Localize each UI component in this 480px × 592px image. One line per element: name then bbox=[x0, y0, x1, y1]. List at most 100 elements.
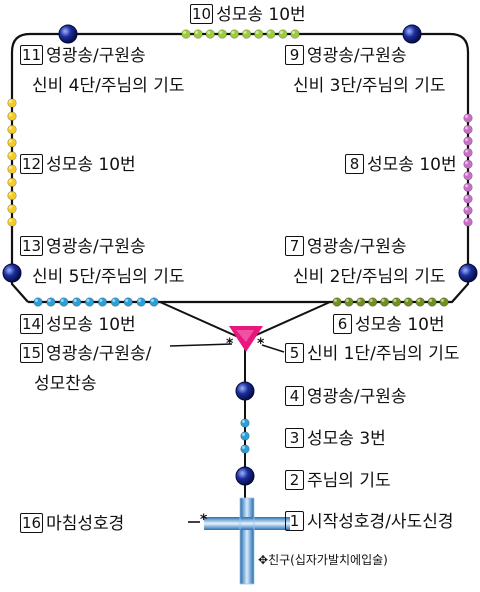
decade-top-bead-highlight bbox=[195, 30, 199, 34]
step-label: 주님의 기도 bbox=[307, 471, 391, 491]
step-label: 성모송 10번 bbox=[355, 315, 445, 335]
stem-small-bead bbox=[240, 444, 250, 454]
step-label-line2: 신비 5단/주님의 기도 bbox=[32, 267, 185, 287]
decade-bottom-left-bead-highlight bbox=[73, 298, 77, 302]
stem-small-bead bbox=[240, 431, 250, 441]
decade-left-bead-highlight bbox=[8, 179, 12, 183]
decade-bottom-right-bead-highlight bbox=[417, 298, 421, 302]
decade-bottom-left-bead bbox=[84, 297, 95, 307]
decade-top-bead bbox=[266, 29, 276, 39]
decade-right-bead bbox=[463, 217, 473, 227]
step-label: 영광송/구원송 bbox=[46, 237, 146, 257]
step-number-badge: 14 bbox=[20, 314, 44, 334]
crucifix-icon bbox=[204, 497, 290, 585]
step-number-badge: 16 bbox=[20, 513, 44, 533]
step-label-line2: 신비 3단/주님의 기도 bbox=[293, 76, 446, 96]
decade-bottom-left-bead-highlight bbox=[60, 298, 64, 302]
note-text: 친구(십자가발치에입술) bbox=[268, 553, 388, 567]
stem-small-bead-highlight bbox=[241, 432, 245, 436]
step-label: 영광송/구원송 bbox=[307, 237, 407, 257]
decade-left-bead-highlight bbox=[8, 99, 12, 104]
decade-left-bead-highlight bbox=[8, 218, 12, 222]
decade-bottom-left-bead bbox=[72, 297, 82, 307]
decade-left-bead-highlight bbox=[8, 113, 12, 117]
step-number-badge: 15 bbox=[20, 343, 44, 363]
decade-bottom-right-bead-highlight bbox=[393, 298, 397, 302]
decade-bottom-right-bead-highlight bbox=[381, 298, 385, 302]
decade-bottom-right-bead bbox=[368, 297, 378, 307]
step-label: 신비 1단/주님의 기도 bbox=[307, 344, 460, 364]
decade-bottom-left-bead bbox=[136, 297, 146, 307]
step-number-badge: 7 bbox=[285, 236, 304, 256]
plus-cross-icon: ✥ bbox=[258, 553, 269, 567]
decade-bottom-left-bead-highlight bbox=[112, 298, 116, 302]
decade-bottom-left-bead bbox=[123, 297, 133, 307]
stem-small-bead bbox=[240, 418, 250, 428]
decade-bottom-left-bead-highlight bbox=[138, 298, 142, 302]
decade-top-bead-highlight bbox=[207, 30, 211, 34]
decade-left-bead bbox=[7, 177, 17, 187]
decade-left-bead bbox=[7, 204, 17, 214]
decade-bottom-right-bead bbox=[344, 297, 354, 307]
decade-right-bead-highlight bbox=[464, 184, 468, 188]
connector-15 bbox=[169, 343, 233, 347]
step-label: 성모송 3번 bbox=[307, 429, 386, 449]
decade-bottom-right-bead-highlight bbox=[345, 298, 349, 302]
decade-left-bead bbox=[7, 124, 17, 135]
decade-right-bead bbox=[463, 194, 473, 204]
decade-bottom-left-bead bbox=[110, 297, 120, 307]
step-label: 마침성호경 bbox=[46, 514, 125, 534]
decade-bottom-left-bead bbox=[149, 297, 159, 307]
step-number-badge: 8 bbox=[345, 154, 364, 174]
decade-bottom-right-bead bbox=[439, 297, 449, 307]
decade-left-bead bbox=[7, 190, 17, 201]
step-label: 영광송/구원송 bbox=[46, 46, 146, 66]
step-label: 영광송/구원송 bbox=[307, 46, 407, 66]
decade-bottom-left-bead-highlight bbox=[150, 298, 154, 302]
step-label: 시작성호경/사도신경 bbox=[307, 512, 454, 532]
decade-bottom-right-bead bbox=[356, 297, 366, 307]
decade-right-bead-highlight bbox=[464, 149, 468, 153]
decade-bottom-left-bead-highlight bbox=[99, 298, 103, 302]
decade-bottom-right-bead-highlight bbox=[405, 298, 409, 302]
decade-bottom-right-bead bbox=[427, 297, 437, 307]
decade-bottom-right-bead-highlight bbox=[429, 298, 433, 302]
decade-bottom-left-bead bbox=[46, 297, 56, 307]
decade-left-bead bbox=[7, 217, 17, 227]
decade-top-bead bbox=[290, 29, 300, 39]
decade-bottom-left-bead bbox=[33, 297, 43, 307]
large-bead bbox=[402, 24, 422, 44]
decade-left-bead-highlight bbox=[8, 205, 12, 209]
decade-top-bead bbox=[241, 29, 252, 39]
decade-bottom-right-bead bbox=[391, 297, 402, 307]
decade-left-bead bbox=[7, 111, 17, 121]
step-number-badge: 2 bbox=[285, 470, 304, 490]
decade-bottom-left-bead-highlight bbox=[47, 298, 51, 302]
step-number-badge: 4 bbox=[285, 386, 304, 406]
stem-small-bead-highlight bbox=[241, 445, 245, 449]
decade-bottom-right-bead bbox=[415, 297, 425, 307]
decade-bottom-right-bead bbox=[403, 297, 413, 307]
decade-bottom-right-bead-highlight bbox=[369, 298, 373, 302]
decade-right-bead-highlight bbox=[464, 218, 468, 222]
decade-right-bead-highlight bbox=[464, 114, 468, 119]
decade-right-bead-highlight bbox=[464, 126, 468, 130]
decade-top-bead-highlight bbox=[291, 30, 295, 34]
decade-left-bead bbox=[7, 151, 17, 161]
decade-left-bead-highlight bbox=[8, 139, 12, 143]
decade-right-bead bbox=[463, 182, 473, 192]
decade-top-bead bbox=[217, 29, 227, 39]
decade-bottom-left-bead-highlight bbox=[125, 298, 129, 302]
star-marker-15: * bbox=[226, 336, 234, 352]
decade-right-bead bbox=[463, 136, 473, 146]
large-bead bbox=[235, 466, 255, 486]
decade-top-bead bbox=[254, 29, 264, 39]
